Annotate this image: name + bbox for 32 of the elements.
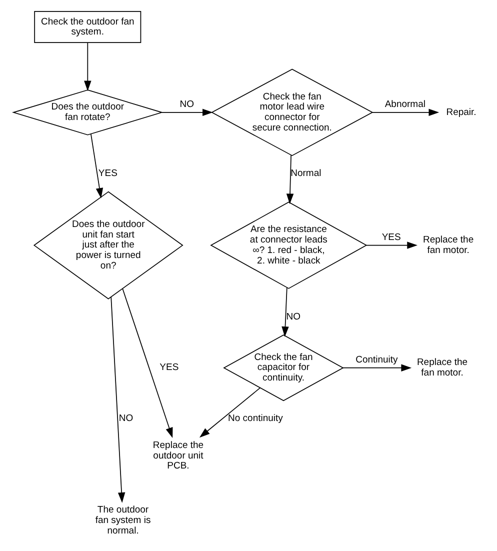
edge-label: Abnormal <box>384 99 425 110</box>
edge-label: NO <box>179 99 194 110</box>
arrow <box>365 242 417 249</box>
arrow <box>198 387 260 438</box>
node-diamond: Are the resistance at connector leads ∞? 1. red - black, 2. white - black <box>210 202 367 289</box>
node-diamond: Check the fan capacitor for continuity. <box>222 334 344 402</box>
node-text: Repair. <box>446 106 476 118</box>
arrow <box>161 108 212 116</box>
edge-label: No continuity <box>228 413 282 424</box>
node-diamond: Check the fan motor lead wire connector for secure connection. <box>210 68 373 156</box>
arrow <box>122 288 172 438</box>
node-text: Replace the fan motor. <box>422 234 474 256</box>
arrow <box>90 134 103 198</box>
arrow <box>342 364 412 372</box>
node-text: The outdoor fan system is normal. <box>94 504 150 536</box>
node-box: Check the outdoor fan system. <box>34 11 141 43</box>
edge-label: NO <box>286 311 300 322</box>
edge-label: YES <box>159 362 178 374</box>
edge-label: Continuity <box>355 354 398 366</box>
arrow <box>372 108 439 116</box>
node-diamond: Does the outdoor fan rotate? <box>11 90 163 136</box>
edge-label: YES <box>381 232 400 243</box>
arrow <box>110 296 125 503</box>
edge-label: YES <box>98 168 117 180</box>
arrow <box>84 42 91 92</box>
node-text: Replace the outdoor unit PCB. <box>152 440 204 472</box>
node-diamond: Does the outdoor unit fan start just after the power is turned on? <box>32 191 183 300</box>
arrow <box>281 287 288 337</box>
edge-label: Normal <box>290 168 321 180</box>
node-text: Replace the fan motor. <box>416 357 468 378</box>
arrow <box>286 154 294 204</box>
edge-label: NO <box>118 413 133 424</box>
